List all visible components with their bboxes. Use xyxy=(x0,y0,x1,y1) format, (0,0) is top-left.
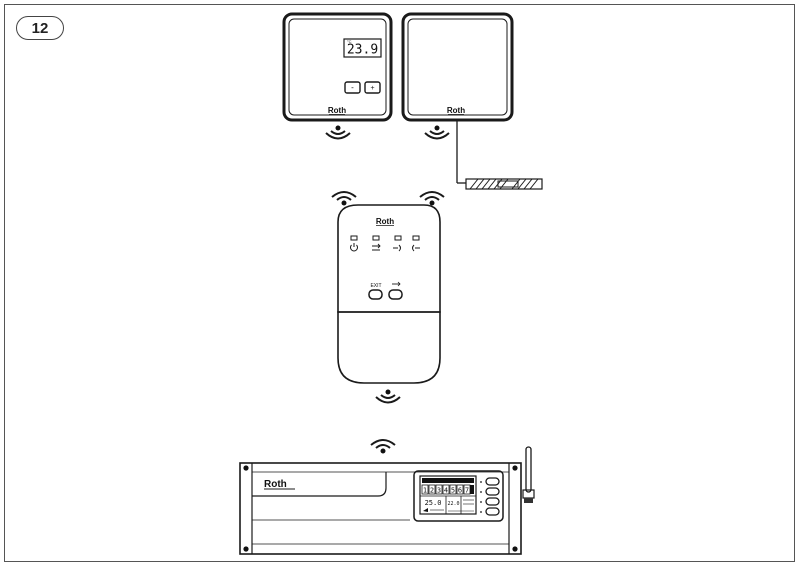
controller-display-panel: 1 2 3 4 5 6 7 25.0 22.0 xyxy=(413,470,504,522)
pair-button[interactable] xyxy=(388,289,403,300)
controller-digit-row: 1 2 3 4 5 6 7 xyxy=(421,484,474,495)
wireless-signal-icon xyxy=(325,125,351,140)
floor-sensor-probe xyxy=(456,120,543,190)
thermostat-brand-logo: Roth xyxy=(328,106,346,115)
thermostat-lcd: °C 23.9 xyxy=(343,38,382,58)
exit-button[interactable] xyxy=(368,289,383,300)
wireless-signal-icon xyxy=(424,125,450,140)
thermostat-minus-button[interactable]: - xyxy=(344,81,361,94)
controller-screen-value: 22.0 xyxy=(447,501,459,507)
controller-button-1[interactable] xyxy=(485,477,500,486)
receiver-brand-logo: Roth xyxy=(376,217,394,226)
svg-text:°C: °C xyxy=(347,39,352,44)
room-thermostat-display: °C 23.9 - + Roth xyxy=(282,12,393,122)
link-arrows-icon xyxy=(372,243,381,251)
wireless-signal-icon xyxy=(419,191,445,206)
thermostat-brand-logo: Roth xyxy=(447,106,465,115)
wireless-signal-icon xyxy=(375,389,401,404)
thermostat-plus-button[interactable]: + xyxy=(364,81,381,94)
signal-out-icon xyxy=(393,244,401,252)
master-controller: Roth 1 2 3 4 xyxy=(239,446,535,555)
controller-brand-logo: Roth xyxy=(264,479,287,490)
svg-text:1: 1 xyxy=(423,487,427,495)
pair-icon xyxy=(392,281,401,287)
controller-button-2[interactable] xyxy=(485,487,500,496)
svg-text:2: 2 xyxy=(430,487,434,495)
signal-in-icon xyxy=(412,244,420,252)
power-icon xyxy=(350,243,358,252)
controller-button-3[interactable] xyxy=(485,497,500,506)
svg-text:-: - xyxy=(351,83,354,92)
controller-antenna xyxy=(522,446,535,503)
diagram-frame xyxy=(4,4,795,562)
exit-label: EXIT xyxy=(370,283,381,289)
controller-screen-value: 25.0 xyxy=(425,499,442,507)
svg-text:6: 6 xyxy=(458,487,462,495)
svg-text:7: 7 xyxy=(465,487,469,495)
svg-text:3: 3 xyxy=(437,487,441,495)
wireless-receiver: Roth EXIT xyxy=(337,204,441,384)
receiver-led-row xyxy=(350,235,420,241)
svg-text:4: 4 xyxy=(444,487,448,495)
room-thermostat-basic: Roth xyxy=(401,12,514,122)
wireless-signal-icon xyxy=(370,439,396,454)
thermostat-temperature: 23.9 xyxy=(347,43,378,58)
wireless-signal-icon xyxy=(331,191,357,206)
step-number-badge: 12 xyxy=(16,16,64,40)
svg-text:5: 5 xyxy=(451,487,455,495)
svg-text:+: + xyxy=(370,85,374,92)
controller-button-4[interactable] xyxy=(485,507,500,516)
